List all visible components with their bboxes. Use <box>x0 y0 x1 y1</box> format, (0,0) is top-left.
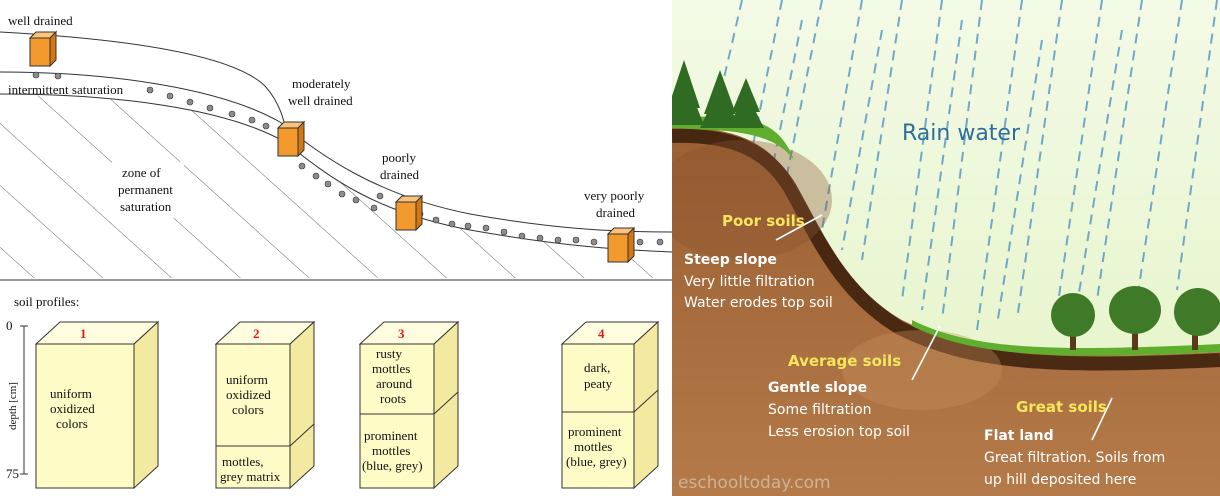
intermittent-band <box>0 72 672 252</box>
watermark: eschooltoday.com <box>678 473 831 493</box>
drainage-svg: well drained intermittent saturation mod… <box>0 13 672 490</box>
slope-svg: Rain water Poor soils Steep slope Very l… <box>672 0 1220 496</box>
average-soils-line-2: Less erosion top soil <box>768 424 910 440</box>
saturation-dots <box>32 71 664 246</box>
label-well-drained: well drained <box>8 13 73 28</box>
label-very-poorly-drained: drained <box>596 205 635 220</box>
great-soils-line-1: Great filtration. Soils from <box>984 450 1165 466</box>
label-permanent: permanent <box>118 182 173 197</box>
profile-1-number: 1 <box>80 326 87 341</box>
pointer-lines <box>775 214 1113 441</box>
profile-4-text: (blue, grey) <box>566 454 627 469</box>
profile-markers <box>28 30 636 264</box>
profile-2-text: oxidized <box>226 387 271 402</box>
profile-3-text: rusty <box>376 346 403 361</box>
drainage-diagram: well drained intermittent saturation mod… <box>0 13 672 490</box>
profile-2-number: 2 <box>253 326 260 341</box>
poor-soils-line-2: Water erodes top soil <box>684 295 833 311</box>
label-soil-profiles: soil profiles: <box>14 294 79 309</box>
slope-soil-diagram: Rain water Poor soils Steep slope Very l… <box>672 0 1220 496</box>
soil-profile-1: 1 uniform oxidized colors <box>34 320 160 490</box>
profile-3-text: prominent <box>364 428 418 443</box>
label-moderately: moderately <box>292 76 351 91</box>
depth-axis-label: depth [cm] <box>7 382 19 430</box>
profile-3-text: around <box>376 376 413 391</box>
label-moderately-well-drained: well drained <box>288 93 353 108</box>
label-poorly-drained: drained <box>380 167 419 182</box>
profile-3-text: roots <box>380 391 406 406</box>
soil-profile-4: 4 dark, peaty prominent mottles (blue, g… <box>560 320 660 490</box>
trees-left <box>672 60 764 128</box>
profile-2-text: grey matrix <box>220 469 281 484</box>
great-soils-heading: Great soils <box>1016 398 1107 416</box>
permanent-saturation-zone <box>0 95 672 280</box>
profile-4-text: mottles <box>574 439 612 454</box>
soil-profile-3: 3 rusty mottles around roots prominent m… <box>358 320 460 490</box>
trees-right <box>1051 286 1220 350</box>
profile-2-text: mottles, <box>222 454 264 469</box>
profile-3-number: 3 <box>398 326 405 341</box>
label-intermittent-saturation: intermittent saturation <box>8 82 124 97</box>
depth-bottom: 75 <box>6 466 19 481</box>
poor-soils-heading: Poor soils <box>722 212 805 230</box>
average-soils-heading: Average soils <box>788 352 901 370</box>
label-poorly: poorly <box>382 150 416 165</box>
gentle-slope-label: Gentle slope <box>768 380 867 396</box>
profile-4-text: peaty <box>584 376 613 391</box>
soil-profile-2: 2 uniform oxidized colors mottles, grey … <box>214 320 316 490</box>
profile-1-text: colors <box>56 416 88 431</box>
label-zone-of: zone of <box>122 165 161 180</box>
depth-top: 0 <box>6 318 13 333</box>
rain-streaks <box>711 0 1218 331</box>
profile-1-text: oxidized <box>50 401 95 416</box>
profile-3-text: (blue, grey) <box>362 458 423 473</box>
profile-3-text: mottles <box>372 443 410 458</box>
profile-4-text: prominent <box>568 424 622 439</box>
label-saturation: saturation <box>120 199 172 214</box>
label-very-poorly: very poorly <box>584 188 645 203</box>
rain-water-label: Rain water <box>902 121 1021 146</box>
profile-3-text: mottles <box>372 361 410 376</box>
profile-1-text: uniform <box>50 386 92 401</box>
great-soils-line-2: up hill deposited here <box>984 472 1136 488</box>
profile-2-text: uniform <box>226 372 268 387</box>
poor-soils-line-1: Very little filtration <box>684 274 815 290</box>
profile-2-text: colors <box>232 402 264 417</box>
flat-land-label: Flat land <box>984 428 1054 444</box>
average-soils-line-1: Some filtration <box>768 402 872 418</box>
profile-4-number: 4 <box>598 326 605 341</box>
profile-4-text: dark, <box>584 360 610 375</box>
steep-slope-label: Steep slope <box>684 252 777 268</box>
